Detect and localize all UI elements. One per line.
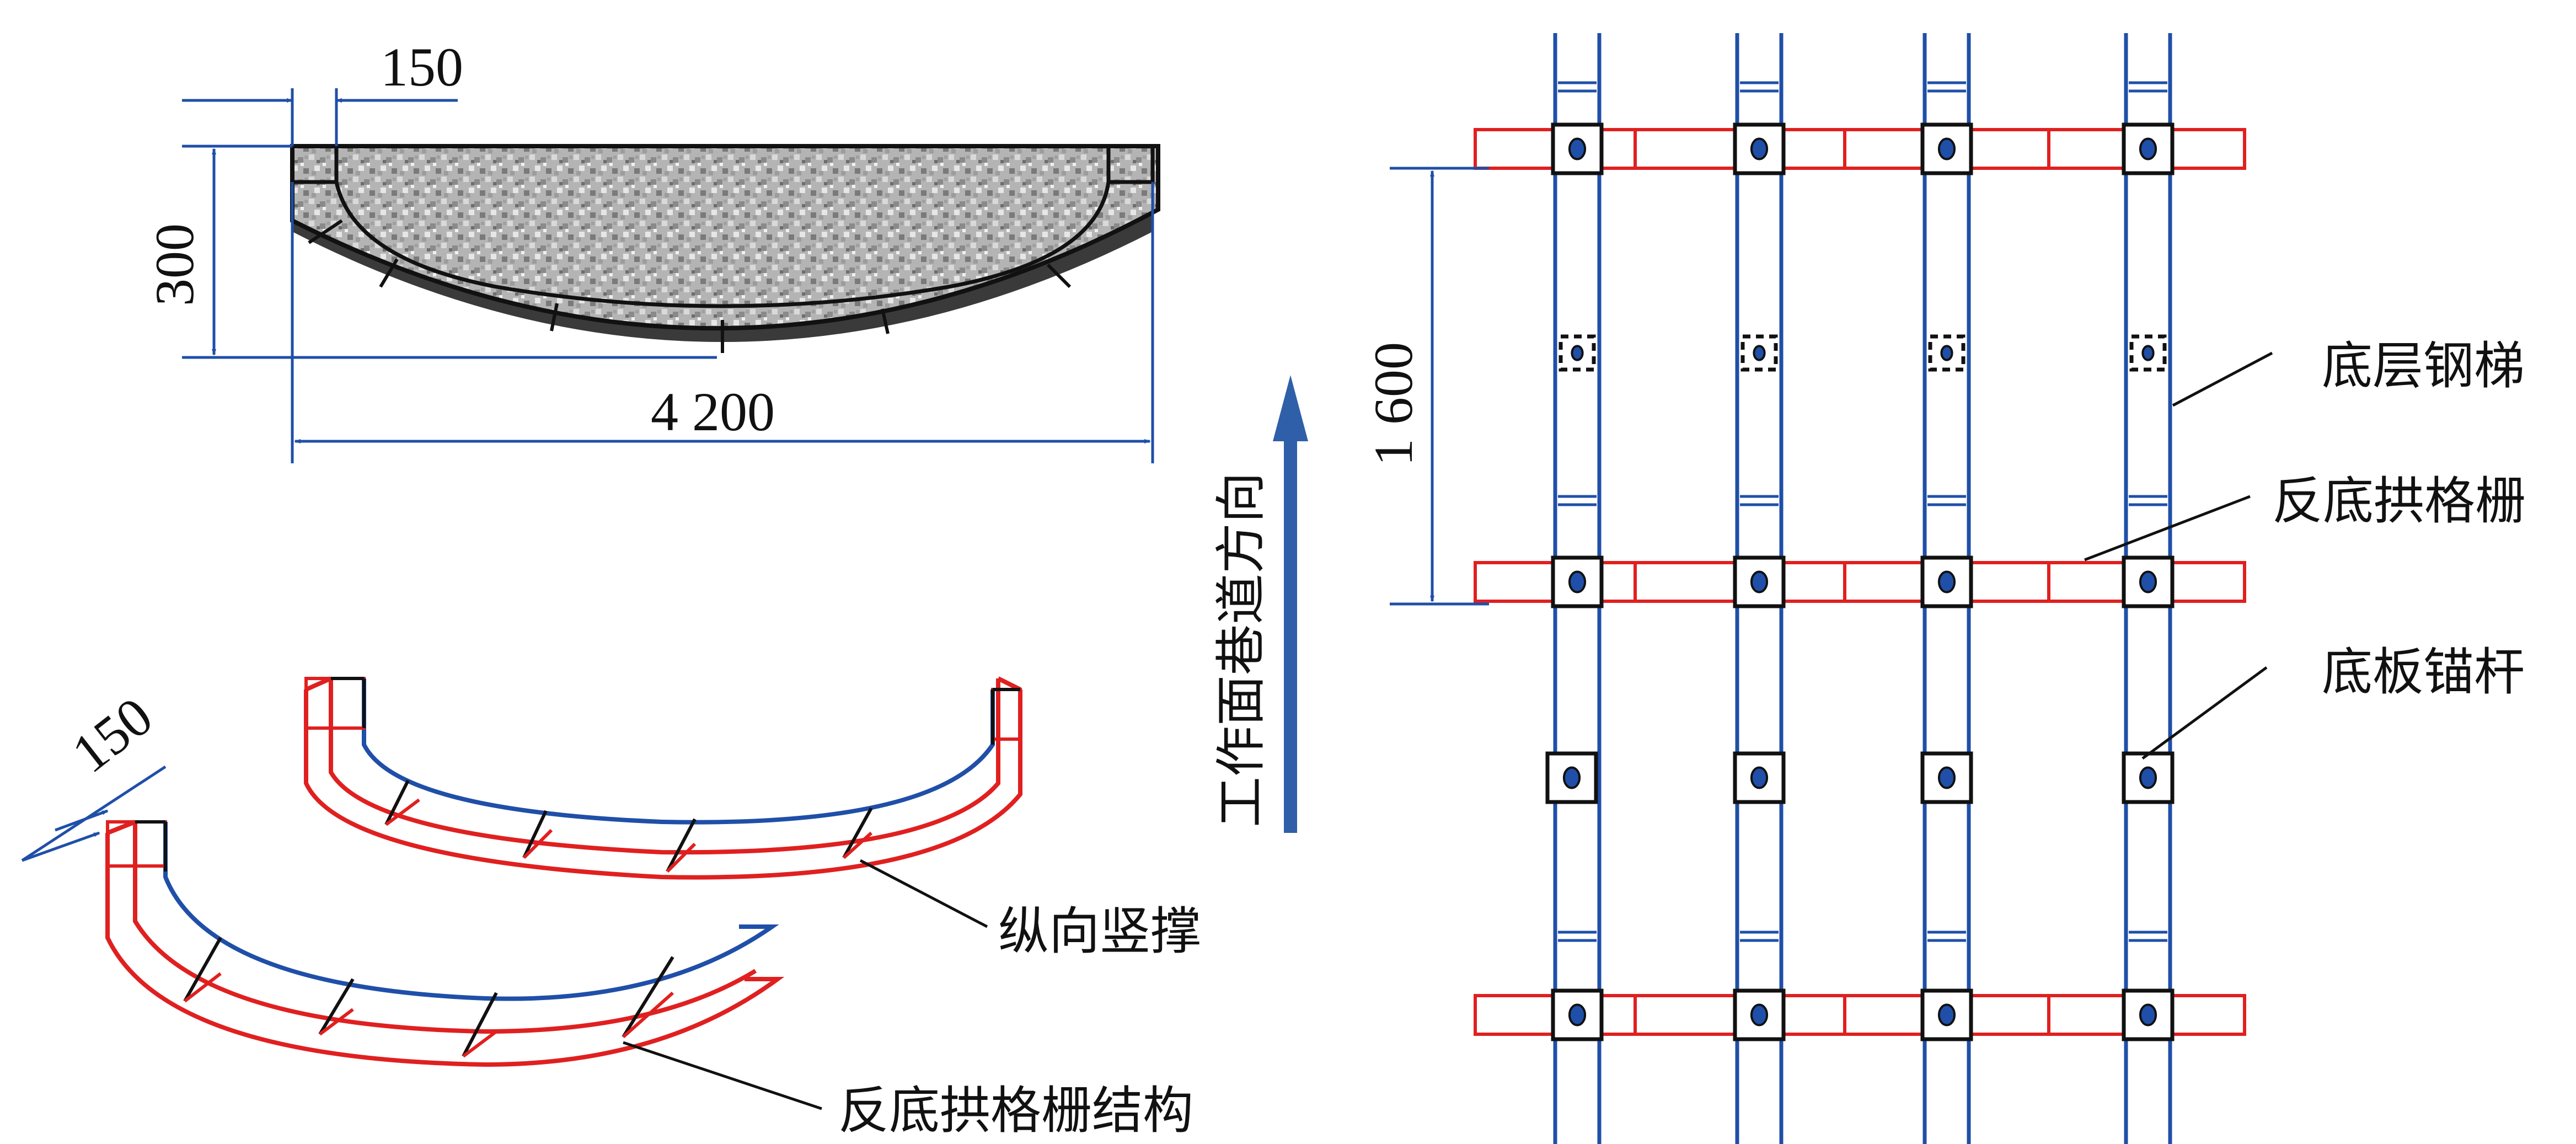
ladders [1553,33,2172,1144]
bolt-head [1750,137,1769,161]
bolt-head [1571,345,1584,361]
leader-structure [623,1041,822,1110]
bolt-plate [1920,122,1973,175]
back-arch [304,676,1022,880]
bolt-head [1937,570,1956,594]
label-structure: 反底拱格栅结构 [838,1081,1193,1140]
bolt-head [2139,1003,2157,1027]
bolts [1545,122,2175,1041]
cross-section: 150 300 4 200 [144,36,1160,463]
bolt-head [1750,766,1769,789]
dim-4200: 4 200 [291,182,1154,463]
label-grid: 反底拱格栅 [2272,472,2526,531]
dim-300: 300 [144,145,717,359]
bolt-head [1937,766,1956,789]
bolt-plate [2122,555,2175,608]
plan-view: 1 600 底层钢梯 反底拱格栅 底板锚杆 [1363,33,2526,1144]
bolt-head [1937,1003,1956,1027]
iso-view: 150 纵向竖撑 反底拱格栅结构 [21,676,1201,1140]
grid-beam [1474,994,2246,1036]
bolt-head [1937,137,1956,161]
leader-bolt [2141,666,2268,760]
dim-1600: 1 600 [1363,167,1489,606]
bolt-plate [1920,988,1973,1041]
leader-strut [859,859,988,928]
bolt-plate [1928,334,1966,372]
bolt-head [1753,345,1766,361]
grid-beams [1474,128,2246,1036]
bolt-plate [1733,122,1786,175]
grid-beam [1474,128,2246,170]
inner-arch [334,181,1111,308]
bolt-head [1568,1003,1587,1027]
segment-lines [308,219,1072,353]
bolt-head [1562,766,1581,789]
right-end-block [1106,144,1155,184]
bolt-head [1568,137,1587,161]
dim-150-top: 150 [182,36,463,146]
bolt-head [2139,137,2157,161]
label-strut: 纵向竖撑 [998,902,1201,961]
label-ladder: 底层钢梯 [2322,336,2525,395]
direction-label: 工作面巷道方向 [1212,472,1271,827]
bolt-plate [1733,555,1786,608]
direction-arrow-head [1273,375,1308,441]
direction-arrow: 工作面巷道方向 [1212,375,1308,833]
bolt-plate [1551,988,1604,1041]
bolt-plate [1559,334,1596,372]
front-arch [105,820,785,1067]
rock-fill [290,144,1160,331]
bolt-plate [1920,751,1973,804]
label-bolt: 底板锚杆 [2322,643,2525,702]
dim-150-top-text: 150 [381,36,463,98]
leader-ladder [2172,351,2273,407]
bolt-head [2141,345,2155,361]
bolt-head [2139,570,2157,594]
dim-150-iso-text: 150 [61,686,164,785]
leader-grid [2084,495,2251,562]
direction-arrow-shaft [1284,436,1297,833]
bolt-head [1750,1003,1769,1027]
grid-beam [1474,561,2246,603]
bolt-head [1940,345,1953,361]
bolt-head [1568,570,1587,594]
bolt-head [2139,766,2157,789]
dim-1600-text: 1 600 [1363,342,1424,466]
dim-150-iso: 150 [21,686,167,862]
bolt-head [1750,570,1769,594]
dim-300-text: 300 [144,223,205,306]
dim-4200-text: 4 200 [651,381,775,442]
left-end-block [290,144,339,184]
